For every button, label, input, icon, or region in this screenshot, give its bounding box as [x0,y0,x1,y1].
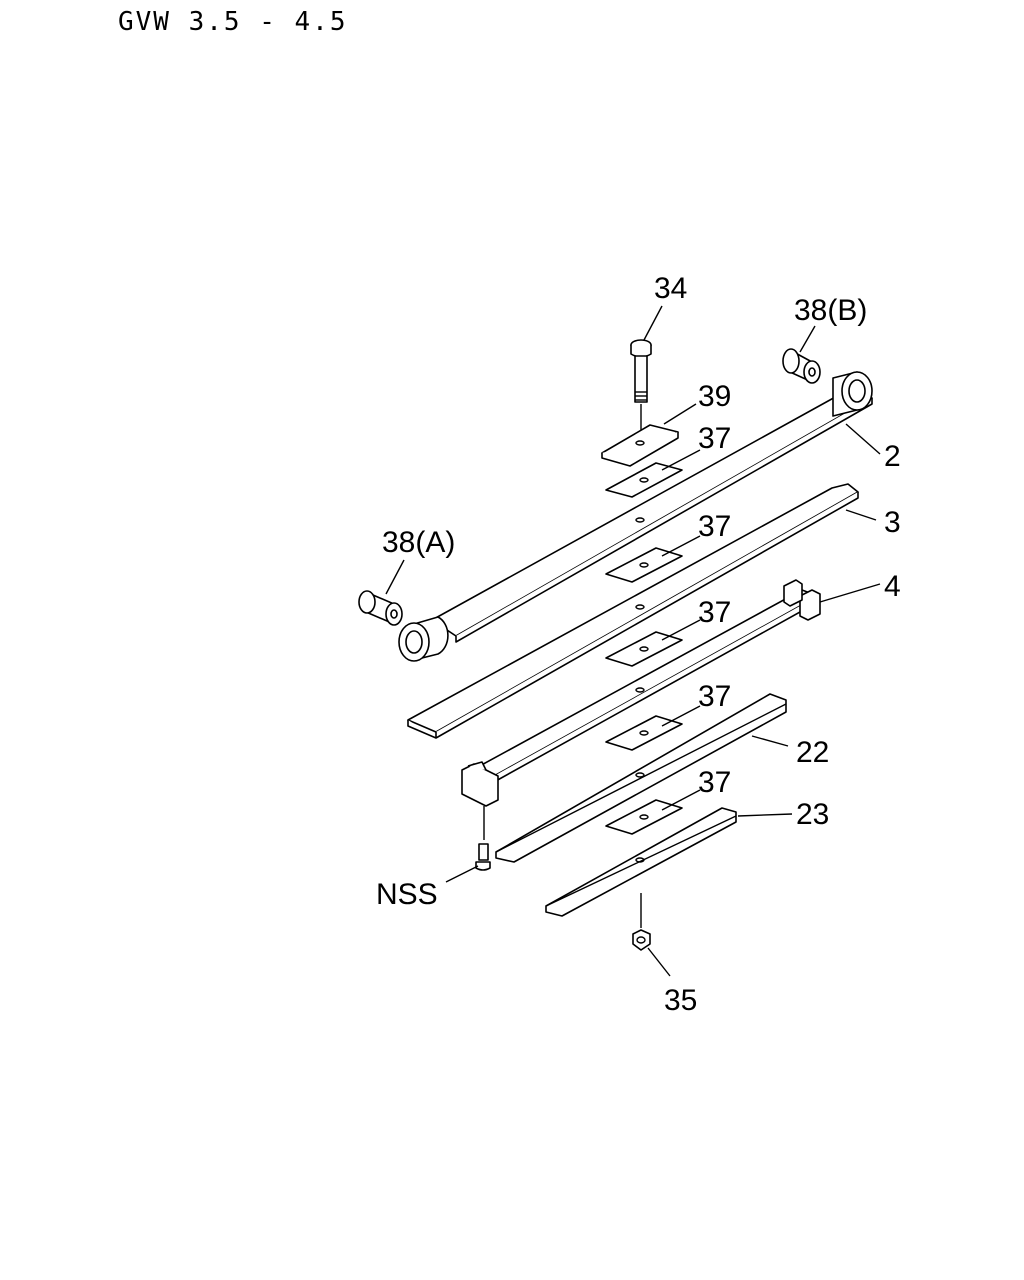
pad-37-fourth [605,715,683,751]
pad-37-second [605,547,683,583]
pad-37-fifth [605,799,683,835]
callout-38a: 38(A) [382,526,455,559]
plate-39 [601,424,679,467]
callout-23: 23 [796,798,829,831]
screw-nss [475,806,491,871]
callout-37-third: 37 [698,596,731,629]
callout-34: 34 [654,272,687,305]
bushing-38a [358,590,403,626]
leaf-23 [545,807,737,917]
clip-leaf-4 [461,579,821,807]
leader-lines [385,305,881,977]
main-leaf-2 [398,371,873,662]
callout-3: 3 [884,506,901,539]
callout-37-fifth: 37 [698,766,731,799]
callout-37-fourth: 37 [698,680,731,713]
pad-37-third [605,631,683,667]
second-leaf-3 [407,483,859,739]
pad-37-top [605,462,683,498]
callout-37-second: 37 [698,510,731,543]
callout-39: 39 [698,380,731,413]
callout-2: 2 [884,440,901,473]
callout-37-top: 37 [698,422,731,455]
callout-35: 35 [664,984,697,1017]
callout-4: 4 [884,570,901,603]
diagram-header: GVW 3.5 - 4.5 [118,7,348,37]
nut-35 [632,893,651,951]
leaf-22 [495,693,787,863]
bushing-38b [782,348,821,384]
callout-38b: 38(B) [794,294,867,327]
callout-nss: NSS [376,878,438,911]
callout-22: 22 [796,736,829,769]
